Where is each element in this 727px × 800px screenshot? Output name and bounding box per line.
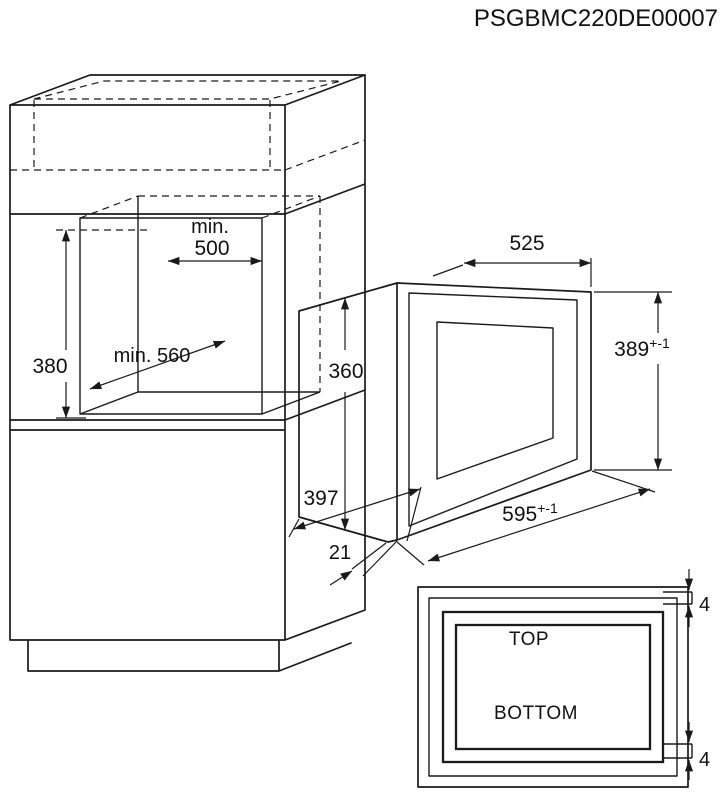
oven-door-frame <box>408 292 578 527</box>
gap-top-tab <box>663 591 693 605</box>
oven-depth-label: 397 <box>303 487 338 510</box>
niche-height-label: 380 <box>32 355 67 378</box>
detail-top-label: TOP <box>509 629 549 650</box>
oven-front-height-label: 389+-1 <box>614 335 670 361</box>
dimension-line <box>329 570 353 586</box>
oven-door-thickness-dimension: 21 <box>329 540 398 586</box>
detail-bottom-label: BOTTOM <box>494 703 578 724</box>
oven-door-window <box>436 321 554 480</box>
niche-opening <box>79 196 321 415</box>
detail-oven-frame-inner <box>454 623 652 751</box>
detail-outer-frame <box>417 586 689 788</box>
extension-line <box>362 540 398 577</box>
extension-line <box>432 264 464 277</box>
detail-gap-bottom-dimension: 4 <box>663 722 710 780</box>
extension-line <box>396 541 425 566</box>
detail-gap-top-dimension: 4 <box>663 569 710 627</box>
oven-front-height-dimension: 389+-1 <box>594 291 672 471</box>
extension-line <box>591 470 656 493</box>
cabinet-drawing: min. 500 380 min. 560 <box>9 74 366 672</box>
oven-depth-dimension: 397 <box>288 486 422 542</box>
extension-line <box>351 542 387 570</box>
door-thickness-label: 21 <box>329 542 351 564</box>
oven-front-width-dimension: 595+-1 <box>396 470 656 566</box>
oven-width-label: 525 <box>509 232 544 255</box>
niche-depth-label: min. 560 <box>114 345 191 367</box>
cabinet-hidden-lines <box>10 80 366 392</box>
niche-height-dimension: 380 <box>32 229 150 419</box>
niche-width-prefix-label: min. <box>191 216 229 238</box>
dimension-line <box>293 488 421 530</box>
oven-drawing: 525 360 389+-1 397 21 <box>288 232 672 586</box>
oven-height-label: 360 <box>328 360 363 383</box>
gap-top-label: 4 <box>699 594 710 616</box>
detail-inner-frame <box>428 597 678 777</box>
oven-width-dimension: 525 <box>432 232 592 287</box>
cabinet-outline <box>9 74 366 672</box>
dimension-line <box>89 340 226 390</box>
niche-width-label: 500 <box>194 237 229 260</box>
model-number: PSGBMC220DE00007 <box>474 5 718 32</box>
niche-depth-dimension: min. 560 <box>89 340 226 390</box>
niche-width-dimension: min. 500 <box>167 216 263 266</box>
oven-door <box>396 282 592 541</box>
dimension-line <box>427 488 651 562</box>
gap-bottom-label: 4 <box>699 749 710 771</box>
detail-oven-frame-outer <box>441 610 665 764</box>
detail-view: TOP BOTTOM 4 4 <box>417 569 710 788</box>
gap-bottom-tab <box>663 743 693 759</box>
